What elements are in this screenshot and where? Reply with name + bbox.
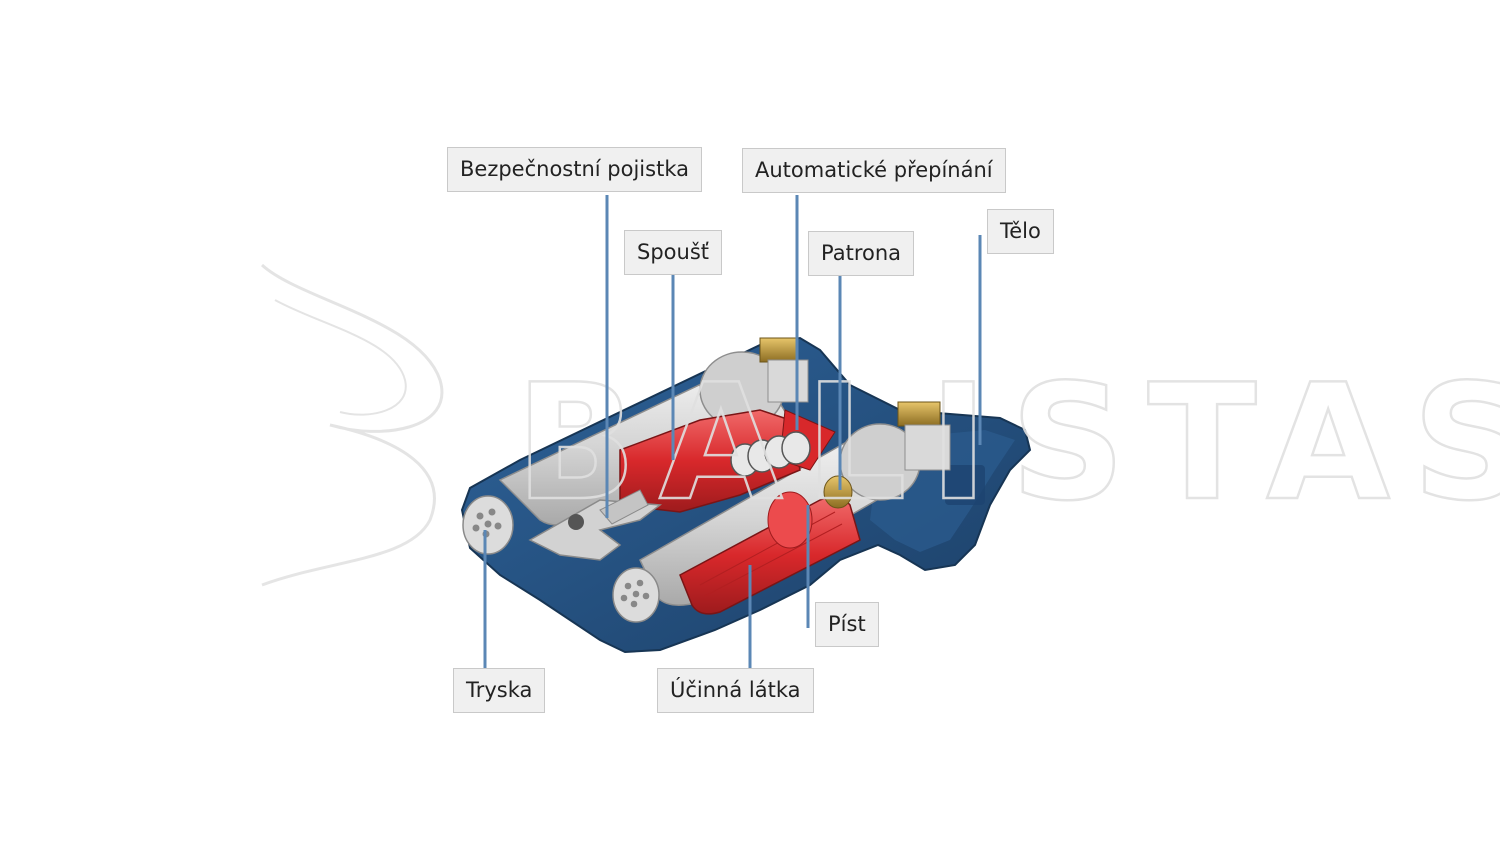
label-cartridge: Patrona <box>808 231 915 276</box>
watermark: BALISTAS <box>260 263 1500 587</box>
label-nozzle: Tryska <box>453 668 546 713</box>
label-auto-switch: Automatické přepínání <box>742 148 1006 193</box>
label-piston: Píst <box>815 602 879 647</box>
label-trigger: Spoušť <box>624 230 722 275</box>
leader-lines <box>483 195 982 668</box>
lower-nozzle <box>612 567 660 623</box>
spring <box>730 431 811 477</box>
watermark-text: BALISTAS <box>515 349 1500 536</box>
label-body: Tělo <box>987 209 1054 254</box>
label-safety-pin: Bezpečnostní pojistka <box>447 147 702 192</box>
upper-nozzle <box>462 495 514 555</box>
safety-latch <box>528 489 663 561</box>
agent-cylinder <box>679 475 861 615</box>
label-agent: Účinná látka <box>657 668 814 713</box>
